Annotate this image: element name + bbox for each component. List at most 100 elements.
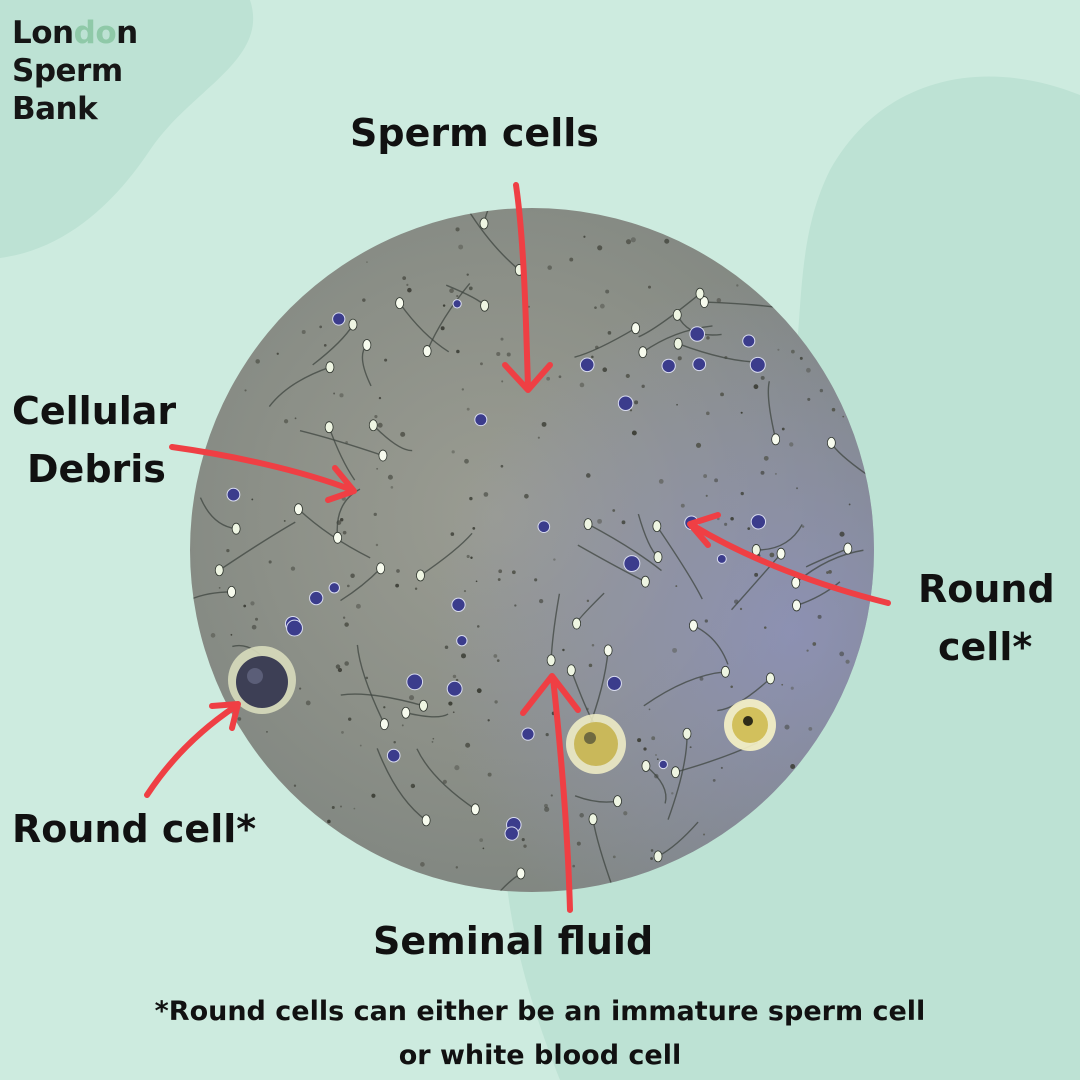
debris-speck — [483, 492, 489, 497]
debris-speck — [760, 470, 765, 475]
debris-speck — [255, 359, 260, 364]
sperm-head — [583, 518, 593, 531]
debris-speck — [450, 532, 455, 536]
debris-speck — [524, 493, 529, 499]
debris-speck — [625, 373, 630, 379]
debris-speck — [703, 474, 708, 478]
round-cell — [309, 590, 324, 606]
debris-speck — [656, 758, 659, 761]
debris-speck — [689, 746, 692, 749]
debris-speck — [625, 239, 632, 245]
sperm-head — [401, 706, 411, 719]
sperm-head — [227, 586, 236, 598]
debris-speck — [452, 711, 455, 714]
round-cell — [406, 673, 424, 691]
debris-speck — [789, 442, 794, 447]
debris-speck — [579, 813, 584, 818]
round-cells — [226, 299, 767, 841]
sperm-head — [395, 297, 405, 310]
debris-speck — [376, 467, 379, 470]
debris-speck — [754, 572, 759, 577]
debris-speck — [476, 625, 480, 628]
sperm-tail — [756, 524, 803, 551]
debris-speck — [583, 235, 586, 238]
debris-speck — [842, 415, 845, 418]
debris-speck — [612, 509, 616, 512]
debris-speck — [400, 431, 406, 437]
debris-speck — [541, 421, 547, 427]
debris-speck — [544, 806, 550, 812]
sperm-head — [419, 699, 428, 712]
round-cell — [623, 555, 641, 573]
debris-speck — [344, 661, 349, 666]
logo-line-3: Bank — [12, 91, 98, 127]
debris-speck — [371, 793, 376, 798]
debris-speck — [769, 552, 775, 558]
sperm-tail — [340, 693, 424, 707]
arrow-round-cell-right — [687, 512, 891, 606]
debris-speck — [801, 525, 805, 528]
debris-speck — [414, 587, 418, 590]
debris-speck — [464, 458, 469, 464]
debris-speck — [319, 325, 323, 329]
debris-speck — [791, 349, 795, 354]
sperm-head — [695, 287, 705, 300]
debris-speck — [480, 362, 483, 366]
round-cell — [286, 619, 303, 637]
debris-speck — [720, 766, 723, 769]
sperm-head — [588, 813, 598, 826]
debris-speck — [496, 659, 500, 662]
debris-speck — [588, 663, 593, 668]
sperm-head — [572, 617, 582, 630]
debris-speck — [806, 649, 809, 652]
sperm-tail — [656, 525, 703, 600]
debris-speck — [658, 479, 664, 484]
sperm-tail — [299, 429, 384, 457]
debris-speck — [299, 687, 302, 690]
debris-speck — [290, 566, 296, 571]
debris-speck — [374, 415, 378, 419]
round-cell — [716, 554, 727, 564]
debris-speck — [553, 558, 556, 561]
debris-speck — [817, 614, 822, 619]
large-round-cell-bottom — [566, 714, 626, 774]
sperm-head — [566, 664, 576, 677]
footnote-line-1: *Round cells can either be an immature s… — [154, 996, 926, 1027]
sperm-head — [362, 339, 372, 351]
debris-speck — [569, 257, 574, 262]
debris-speck — [494, 700, 498, 704]
debris-speck — [366, 261, 368, 263]
debris-speck — [466, 407, 470, 411]
debris-speck — [774, 472, 777, 475]
debris-speck — [591, 355, 594, 359]
sperm-head — [671, 766, 680, 779]
debris-speck — [341, 731, 344, 734]
debris-speck — [342, 616, 346, 619]
debris-speck — [444, 645, 449, 650]
debris-speck — [712, 778, 716, 782]
sperm-head — [653, 850, 663, 863]
debris-speck — [276, 352, 279, 355]
debris-speck — [266, 730, 268, 733]
debris-speck — [461, 388, 465, 391]
label-cellular-debris: Cellular Debris — [12, 382, 176, 498]
debris-speck — [335, 664, 341, 669]
sperm-head — [324, 421, 334, 434]
debris-speck — [237, 717, 242, 721]
debris-speck — [340, 518, 344, 522]
sperm-head — [766, 672, 775, 685]
debris-speck — [293, 784, 297, 787]
debris-speck — [407, 287, 412, 293]
debris-speck — [839, 651, 845, 657]
debris-speck — [819, 388, 824, 393]
debris-speck — [383, 706, 386, 709]
debris-speck — [410, 783, 416, 789]
round-cell — [658, 759, 668, 770]
sperm-head — [640, 575, 650, 588]
debris-speck — [451, 450, 455, 454]
debris-speck — [353, 807, 356, 810]
round-cell — [386, 748, 401, 763]
debris-speck — [648, 708, 651, 711]
sperm-head — [376, 562, 386, 575]
